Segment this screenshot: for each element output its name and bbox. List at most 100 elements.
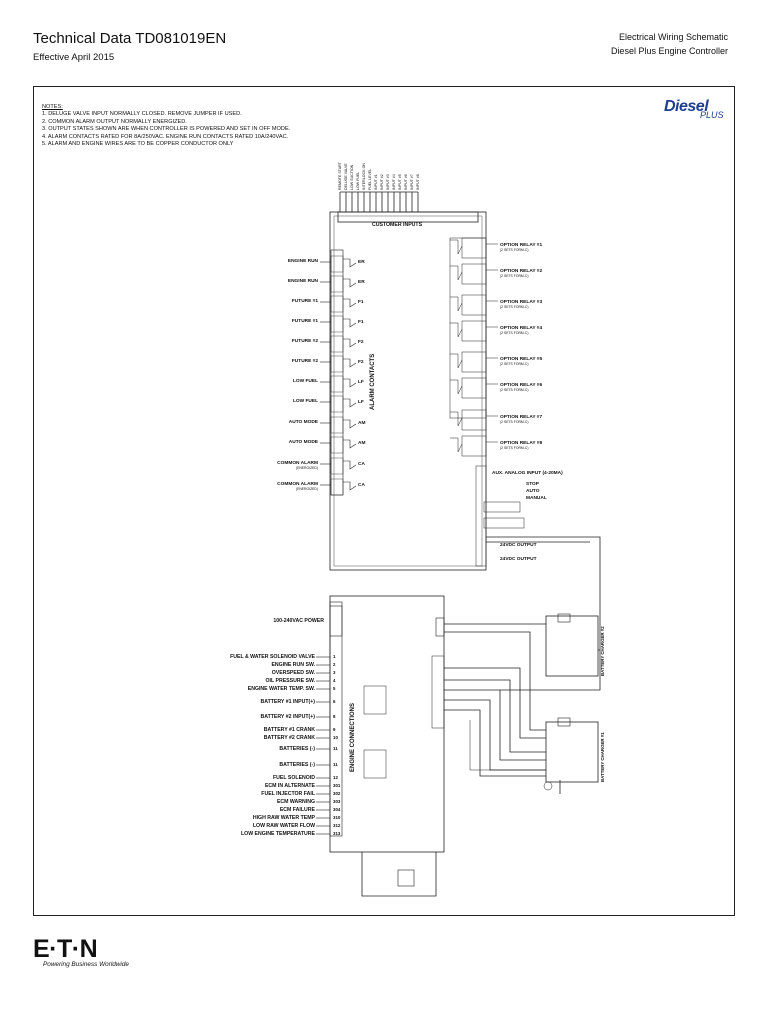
alarm-contact-tag: ER [358, 260, 365, 265]
note-item: 3. OUTPUT STATES SHOWN ARE WHEN CONTROLL… [42, 126, 291, 133]
effective-date: Effective April 2015 [33, 52, 115, 63]
alarm-contact-tag: LF [358, 400, 364, 405]
relay-terminal-block [461, 377, 487, 399]
engine-connection-label: HIGH RAW WATER TEMP [252, 815, 315, 821]
relay-contact-symbol [450, 239, 463, 255]
logo-main: Diesel [664, 98, 709, 115]
output-24vdc-2: 24VDC OUTPUT [500, 557, 537, 562]
alarm-contact-symbol [343, 378, 357, 388]
engine-connection-label: ENGINE WATER TEMP. SW. [247, 686, 315, 692]
engine-connection-label: LOW ENGINE TEMPERATURE [241, 831, 315, 837]
eaton-tagline: Powering Business Worldwide [43, 961, 129, 968]
diesel-plus-logo: Diesel PLUS [660, 96, 730, 126]
schematic-frame [33, 86, 735, 916]
output-24vdc-1: 24VDC OUTPUT [500, 543, 537, 548]
alarm-contacts-title: ALARM CONTACTS [370, 353, 376, 410]
note-item: 2. COMMON ALARM OUTPUT NORMALLY ENERGIZE… [42, 118, 187, 125]
notes-block: NOTES: 1. DELUGE VALVE INPUT NORMALLY CL… [42, 104, 292, 148]
alarm-contact-tag: ER [358, 280, 365, 285]
battery-charger-1-label: BATTERY CHARGER #1 [600, 732, 605, 782]
engine-connection-label: BATTERY #1 INPUT(+) [260, 699, 315, 705]
manual-label: MANUAL [526, 496, 547, 501]
relay-contact-symbol [450, 379, 463, 395]
engine-connections-title: ENGINE CONNECTIONS [350, 702, 356, 772]
engine-connection-label: BATTERIES (-) [279, 762, 315, 768]
engine-connection-label: OIL PRESSURE SW. [265, 678, 315, 684]
option-relay-label: OPTION RELAY #2(2 SETS FORM-C) [500, 269, 543, 278]
engine-connection-label: FUEL INJECTOR FAIL [261, 791, 315, 797]
engine-terminal-number: 310 [333, 815, 341, 820]
option-relay-label: OPTION RELAY #6(2 SETS FORM-C) [500, 383, 543, 392]
engine-connection-label: ECM FAILURE [279, 807, 315, 813]
alarm-terminal [330, 436, 344, 454]
engine-terminal-number: 301 [333, 783, 341, 788]
alarm-contact-label: LOW FUEL [292, 399, 318, 404]
option-relay-label: OPTION RELAY #5(2 SETS FORM-C) [500, 357, 543, 366]
relay-terminal-block [461, 294, 487, 316]
engine-terminal-number: 3 [333, 670, 336, 675]
relay-contact-symbol [450, 437, 463, 453]
alarm-contact-symbol [343, 298, 357, 308]
option-relay-label: OPTION RELAY #7(2 SETS FORM-C) [500, 415, 543, 424]
option-relay-label: OPTION RELAY #3(2 SETS FORM-C) [500, 300, 543, 309]
relay-contact-symbol [450, 322, 463, 338]
alarm-contact-tag: F1 [358, 300, 364, 305]
alarm-terminal [330, 335, 344, 353]
engine-connection-label: BATTERY #1 CRANK [263, 727, 315, 733]
alarm-terminal [330, 295, 344, 313]
logo-plus: PLUS [700, 110, 724, 120]
relay-contact-symbol [450, 296, 463, 312]
engine-connection-label: BATTERIES (-) [279, 746, 315, 752]
relay-terminal-block [461, 409, 487, 431]
notes-title: NOTES: [42, 104, 63, 110]
engine-connection-label: LOW RAW WATER FLOW [252, 823, 315, 829]
relay-terminal-block [461, 237, 487, 259]
alarm-terminal [330, 416, 344, 434]
customer-input-label: INPUT #2 [380, 174, 384, 190]
engine-connection-label: FUEL SOLENOID [273, 775, 315, 781]
alarm-contact-symbol [343, 419, 357, 429]
customer-input-label: INTERLOCK ON [362, 163, 366, 190]
battery-charger-2-label: BATTERY CHARGER #2 [600, 626, 605, 676]
customer-input-label: INPUT #6 [404, 174, 408, 190]
alarm-contact-label: LOW FUEL [292, 379, 318, 384]
alarm-contact-symbol [343, 439, 357, 449]
alarm-contact-label: FUTURE #1 [291, 319, 318, 324]
engine-terminal-number: 304 [333, 807, 341, 812]
alarm-terminal [330, 395, 344, 413]
customer-input-label: LOW FUEL [356, 171, 360, 190]
option-relay-label: OPTION RELAY #1(2 SETS FORM-C) [500, 243, 543, 252]
engine-connection-label: BATTERY #2 INPUT(+) [260, 714, 315, 720]
eaton-brand: E·T·N [33, 935, 98, 963]
alarm-contact-label: COMMON ALARM(ENERGIZED) [277, 482, 318, 491]
option-relay-label: OPTION RELAY #4(2 SETS FORM-C) [500, 326, 543, 335]
customer-input-label: INPUT #7 [410, 174, 414, 190]
power-label: 100-240VAC POWER [273, 618, 324, 624]
customer-input-label: INPUT #8 [416, 174, 420, 190]
customer-input-label: INPUT #4 [392, 174, 396, 190]
relay-terminal-block [461, 351, 487, 373]
alarm-terminal [330, 457, 344, 475]
alarm-contact-tag: AM [358, 441, 366, 446]
relay-contact-symbol [450, 265, 463, 281]
alarm-contact-tag: F2 [358, 360, 364, 365]
alarm-terminal [330, 315, 344, 333]
alarm-contact-tag: AM [358, 421, 366, 426]
alarm-contact-label: COMMON ALARM(ENERGIZED) [277, 461, 318, 470]
note-item: 1. DELUGE VALVE INPUT NORMALLY CLOSED. R… [42, 111, 242, 118]
alarm-terminal [330, 375, 344, 393]
engine-terminal-number: 11 [333, 746, 338, 751]
engine-connection-label: BATTERY #2 CRANK [263, 735, 315, 741]
engine-terminal-number: 1 [333, 654, 336, 659]
alarm-contact-tag: CA [358, 483, 365, 488]
engine-terminal-number: 11 [333, 762, 338, 767]
aux-analog-input-label: AUX. ANALOG INPUT (4-20MA) [492, 471, 563, 476]
alarm-contact-symbol [343, 481, 357, 491]
document-title: Technical Data TD081019EN [33, 30, 227, 47]
option-relay-label: OPTION RELAY #8(2 SETS FORM-C) [500, 441, 543, 450]
customer-inputs-title: CUSTOMER INPUTS [372, 222, 423, 228]
relay-terminal-block [461, 320, 487, 342]
customer-input-label: LOW SUCTION [350, 164, 354, 190]
alarm-contact-label: ENGINE RUN [287, 259, 318, 264]
alarm-contact-symbol [343, 358, 357, 368]
